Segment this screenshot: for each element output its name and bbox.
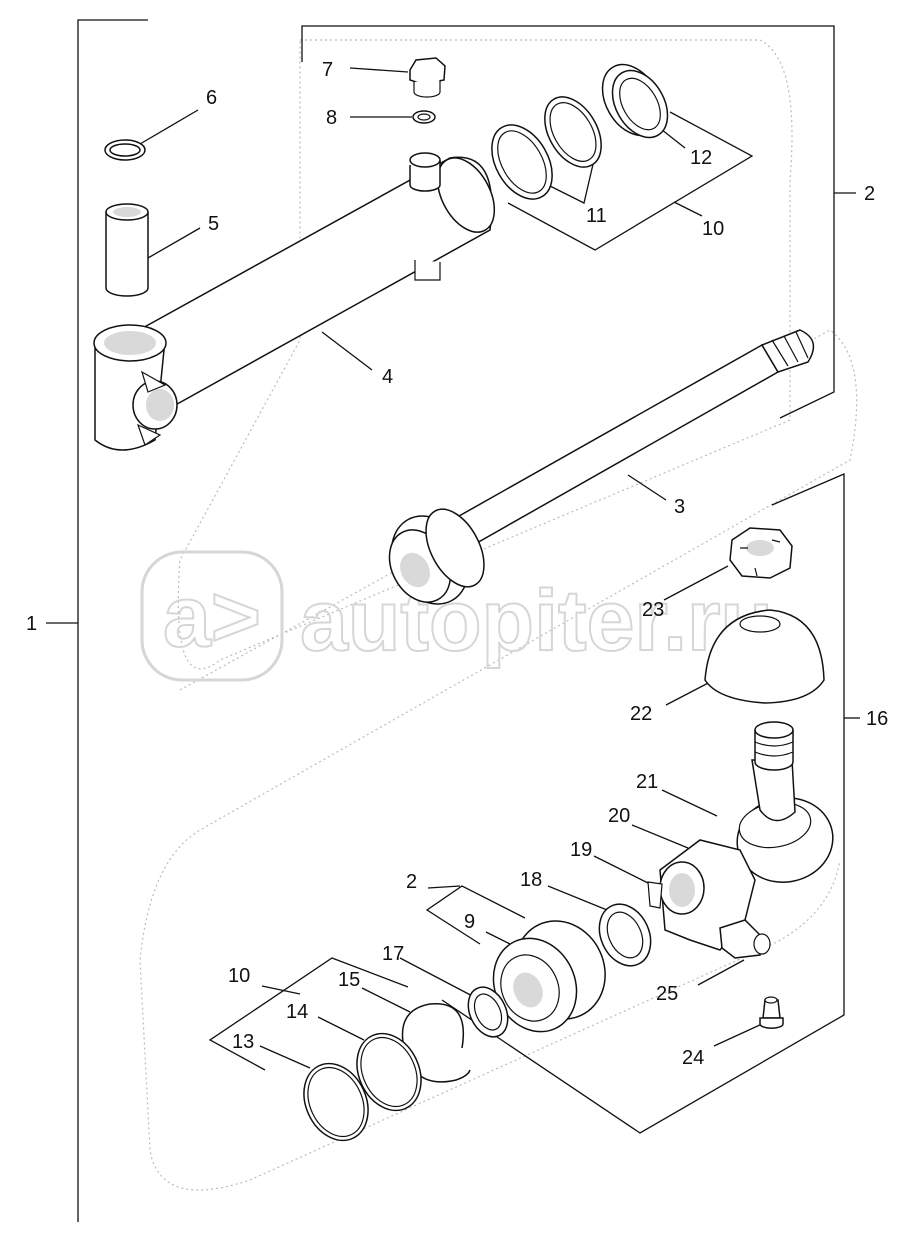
part-19-pin bbox=[647, 881, 663, 909]
group-10-bottom bbox=[208, 957, 409, 1071]
part-22-boot bbox=[704, 609, 825, 704]
leader-23 bbox=[663, 565, 729, 601]
leader-13 bbox=[259, 1045, 311, 1069]
leader-19 bbox=[593, 855, 651, 885]
leader-14 bbox=[317, 1016, 365, 1041]
label-24: 24 bbox=[682, 1047, 704, 1069]
part-9-piston bbox=[492, 920, 606, 1033]
label-16: 16 bbox=[866, 708, 888, 730]
leader-24 bbox=[713, 1023, 763, 1047]
label-5: 5 bbox=[208, 213, 219, 235]
leader-21 bbox=[661, 789, 718, 817]
label-9: 9 bbox=[464, 911, 475, 933]
parts bbox=[93, 57, 834, 1142]
label-2-bottom: 2 bbox=[406, 871, 417, 893]
part-4-barrel bbox=[93, 152, 496, 451]
part-13-ring-inner bbox=[307, 1066, 365, 1138]
label-15: 15 bbox=[338, 969, 360, 991]
leader-22 bbox=[665, 679, 715, 706]
label-8: 8 bbox=[326, 107, 337, 129]
leader-25 bbox=[697, 959, 745, 986]
part-12-wear-ring bbox=[601, 63, 669, 139]
part-3-rod bbox=[388, 329, 815, 605]
bracket-1 bbox=[77, 19, 148, 1222]
label-7: 7 bbox=[322, 59, 333, 81]
watermark-logo-box bbox=[140, 550, 284, 682]
leader-7 bbox=[349, 67, 409, 73]
label-21: 21 bbox=[636, 771, 658, 793]
leader-2-bottom bbox=[427, 885, 461, 889]
part-21-ball-stud bbox=[736, 721, 834, 883]
watermark-logo-text: a> bbox=[163, 569, 261, 665]
leader-10-bottom bbox=[261, 985, 301, 995]
label-17: 17 bbox=[382, 943, 404, 965]
label-13: 13 bbox=[232, 1031, 254, 1053]
part-11-seal-a-inner bbox=[497, 130, 547, 194]
leader-6 bbox=[139, 109, 199, 145]
label-11: 11 bbox=[586, 205, 607, 227]
label-12: 12 bbox=[690, 147, 712, 169]
leader-4 bbox=[321, 331, 373, 371]
dotted-silhouettes bbox=[139, 39, 858, 1191]
label-14: 14 bbox=[286, 1001, 308, 1023]
label-4: 4 bbox=[382, 366, 393, 388]
leader-18 bbox=[547, 885, 608, 911]
leader-20 bbox=[631, 824, 689, 849]
label-25: 25 bbox=[656, 983, 678, 1005]
part-7-plug bbox=[409, 57, 446, 98]
leader-11 bbox=[549, 159, 595, 204]
label-10-top: 10 bbox=[702, 218, 724, 240]
leader-17 bbox=[399, 957, 481, 1001]
label-19: 19 bbox=[570, 839, 592, 861]
label-20: 20 bbox=[608, 805, 630, 827]
label-2-top: 2 bbox=[864, 183, 875, 205]
bracket-16 bbox=[441, 473, 845, 1134]
part-6-oring-inner bbox=[109, 143, 141, 157]
leader-10-top bbox=[673, 201, 703, 217]
label-23: 23 bbox=[642, 599, 664, 621]
part-14-ring-inner bbox=[360, 1036, 418, 1108]
bracket-2 bbox=[301, 25, 835, 419]
part-5-bushing bbox=[105, 203, 149, 297]
watermark: a> autopiter.ru bbox=[140, 550, 774, 682]
part-17-seal-inner bbox=[473, 993, 503, 1031]
leader-15 bbox=[361, 987, 411, 1013]
group-brackets bbox=[46, 19, 860, 1222]
callout-labels: 1 2 2 3 4 5 6 7 8 9 10 10 11 12 13 14 15… bbox=[26, 59, 888, 1069]
part-24-grease-fitting bbox=[759, 996, 784, 1029]
leader-3 bbox=[627, 474, 667, 501]
part-18-ring-inner bbox=[606, 911, 644, 959]
part-20-clamp bbox=[659, 839, 771, 959]
label-10-bottom: 10 bbox=[228, 965, 250, 987]
label-6: 6 bbox=[206, 87, 217, 109]
group-2-bottom bbox=[425, 885, 526, 945]
part-11-seal-b-inner bbox=[549, 102, 597, 162]
group-10-top bbox=[507, 111, 754, 251]
label-1: 1 bbox=[26, 613, 37, 635]
watermark-text: autopiter.ru bbox=[300, 573, 773, 669]
label-22: 22 bbox=[630, 703, 652, 725]
leader-5 bbox=[147, 227, 201, 259]
part-23-castle-nut bbox=[729, 527, 793, 579]
part-8-washer-inner bbox=[417, 113, 431, 121]
label-3: 3 bbox=[674, 496, 685, 518]
label-18: 18 bbox=[520, 869, 542, 891]
